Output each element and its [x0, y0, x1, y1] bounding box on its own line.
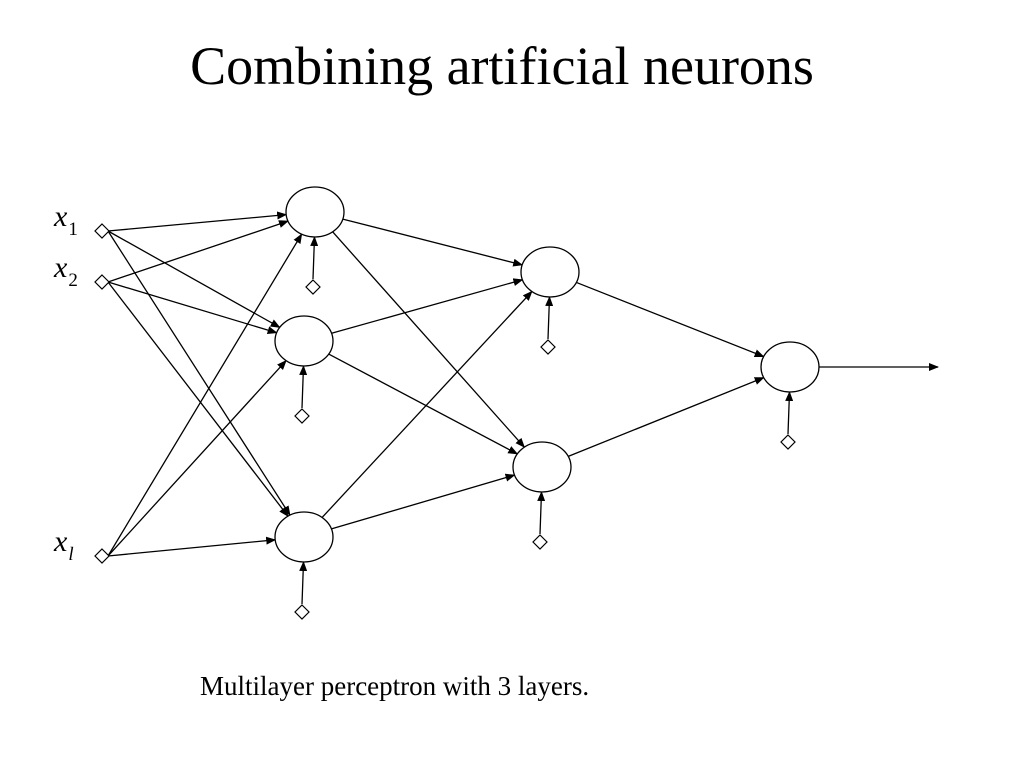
slide-title: Combining artificial neurons — [190, 36, 814, 96]
edge-input-2-to-l1-n2 — [107, 281, 278, 334]
edge-l1-n2-to-l2-n2 — [328, 353, 519, 455]
edge-input-1-to-l1-n3 — [107, 230, 291, 516]
input-var-1: x — [53, 200, 68, 233]
input-var-2: x — [53, 251, 68, 284]
input-label-3: xl — [53, 525, 74, 565]
diagram-caption: Multilayer perceptron with 3 layers. — [200, 671, 590, 701]
edge-input-3-to-l1-n3 — [107, 536, 277, 557]
neuron-l2-n2 — [512, 441, 572, 493]
neuron-l2-n1 — [520, 246, 580, 298]
bias-edge-l1-n3 — [299, 561, 308, 605]
bias-node-l1-n2 — [294, 408, 310, 424]
input-var-3: x — [53, 525, 68, 558]
edge-input-1-to-l1-n1 — [107, 211, 288, 232]
input-subscript-3: l — [68, 544, 73, 565]
edge-input-1-to-l1-n2 — [107, 230, 281, 328]
bias-node-l1-n1 — [305, 279, 321, 295]
bias-node-l2-n2 — [532, 534, 548, 550]
input-subscript-2: 2 — [68, 270, 78, 291]
bias-edge-l3-n1 — [785, 391, 794, 435]
input-node-1 — [94, 223, 110, 239]
input-label-2: x2 — [53, 251, 78, 291]
neuron-l1-n2 — [274, 315, 334, 367]
input-node-3 — [94, 548, 110, 564]
bias-node-l3-n1 — [780, 434, 796, 450]
neuron-l1-n1 — [285, 186, 345, 238]
edge-l1-n3-to-l2-n2 — [331, 473, 516, 530]
bias-edge-l2-n2 — [537, 491, 546, 535]
edge-input-2-to-l1-n3 — [107, 281, 289, 517]
edge-l1-n3-to-l2-n1 — [321, 290, 533, 518]
edge-l1-n2-to-l2-n1 — [331, 278, 524, 334]
bias-edge-l1-n1 — [310, 236, 319, 280]
edge-l1-n1-to-l2-n2 — [332, 231, 526, 448]
bias-node-l2-n1 — [540, 339, 556, 355]
neuron-l1-n3 — [274, 511, 334, 563]
edge-l2-n1-to-l3-n1 — [576, 281, 765, 358]
input-label-1: x1 — [53, 200, 78, 240]
edge-l2-n2-to-l3-n1 — [568, 376, 765, 458]
edge-l1-n1-to-l2-n1 — [342, 218, 524, 267]
bias-node-l1-n3 — [294, 604, 310, 620]
edge-input-2-to-l1-n1 — [107, 220, 289, 283]
input-node-2 — [94, 274, 110, 290]
bias-edge-l1-n2 — [299, 365, 308, 409]
neuron-l3-n1 — [760, 341, 820, 393]
bias-edge-l2-n1 — [545, 296, 554, 340]
input-subscript-1: 1 — [68, 219, 78, 240]
edge-input-3-to-l1-n1 — [107, 233, 303, 557]
edge-input-3-to-l1-n2 — [107, 359, 287, 557]
